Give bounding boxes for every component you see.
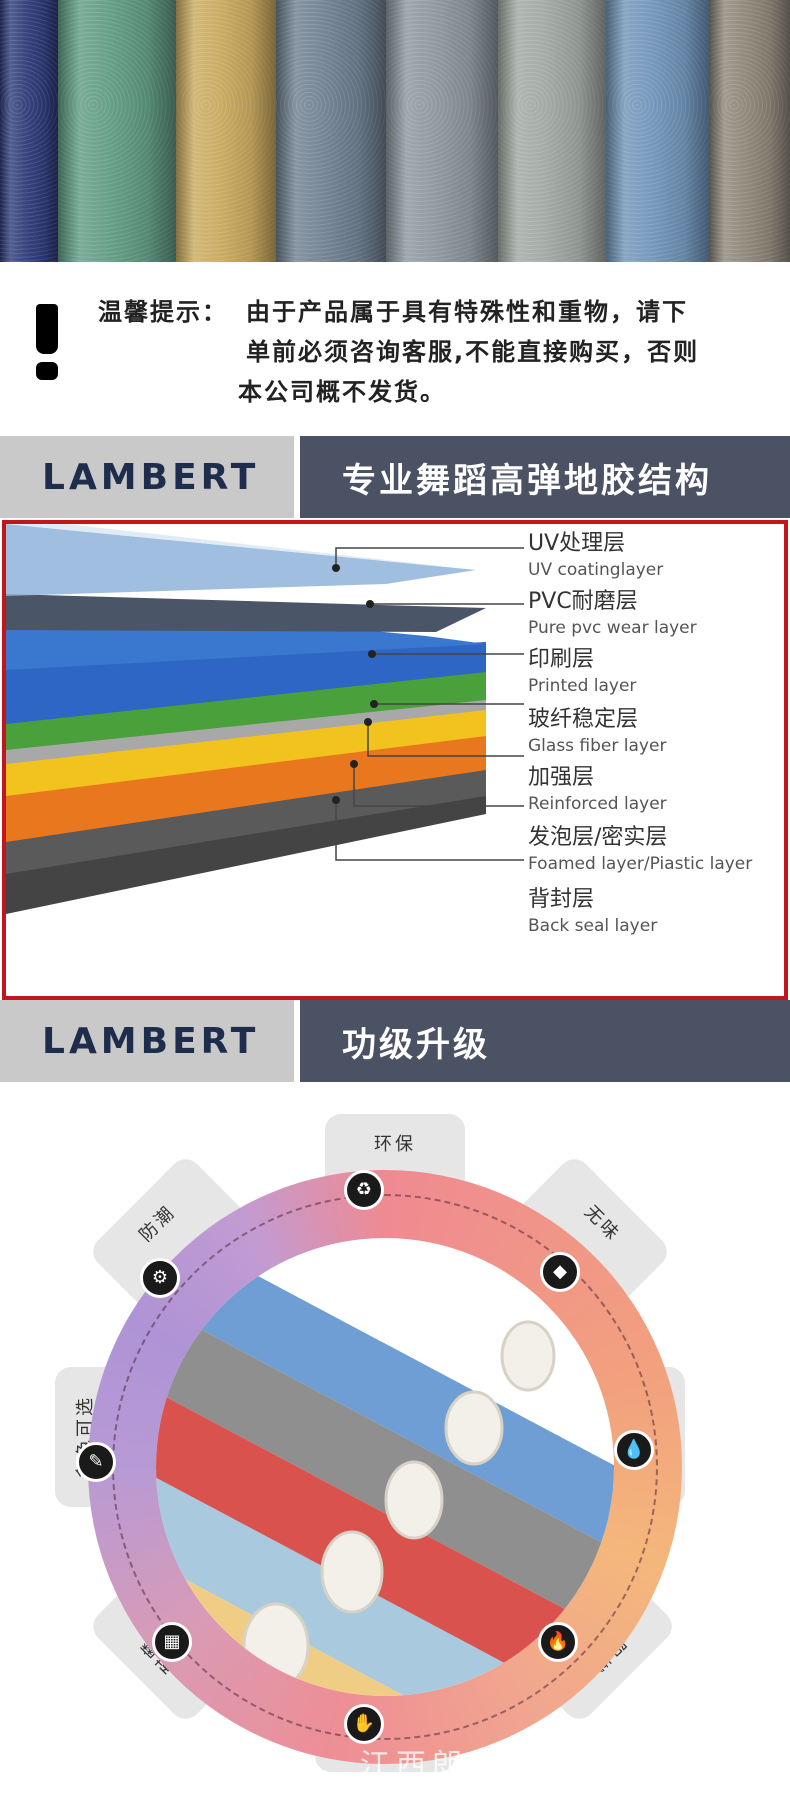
- layer-label-foamed: 发泡层/密实层 Foamed layer/Piastic layer: [528, 824, 752, 876]
- recycle-icon: ♻: [344, 1170, 384, 1210]
- section-title-block: 专业舞蹈高弹地胶结构: [300, 436, 790, 518]
- diamond-icon: ◆: [540, 1252, 580, 1292]
- floor-roll-swatch: [176, 0, 276, 262]
- layer-name-en: Back seal layer: [528, 916, 658, 936]
- layer-structure-diagram: UV处理层 UV coatinglayer PVC耐磨层 Pure pvc we…: [2, 520, 788, 1000]
- notice-line: 单前必须咨询客服,不能直接购买，否则: [246, 338, 700, 366]
- purchase-notice: 温馨提示： 由于产品属于具有特殊性和重物，请下 单前必须咨询客服,不能直接购买，…: [0, 262, 790, 434]
- layer-label-reinforced: 加强层 Reinforced layer: [528, 764, 667, 816]
- layer-label-back-seal: 背封层 Back seal layer: [528, 886, 657, 938]
- layer-stack-illustration: [6, 524, 524, 914]
- floor-roll-swatch: [276, 0, 386, 262]
- brand-block: LAMBERT: [0, 436, 300, 518]
- structure-section-header: LAMBERT 专业舞蹈高弹地胶结构: [0, 436, 790, 518]
- layer-name-zh: UV处理层: [528, 531, 626, 556]
- layer-label-pvc: PVC耐磨层 Pure pvc wear layer: [528, 588, 697, 640]
- layer-name-zh: 发泡层/密实层: [528, 825, 668, 850]
- floor-roll-swatch: [386, 0, 498, 262]
- features-wheel: 环保无味防滑阻燃易洁耐磨多色可选防潮 ♻◆💧🔥✋▦✎⚙ 江西朗□□技: [0, 1082, 790, 1814]
- section-title: 功级升级: [342, 1024, 490, 1065]
- notice-label: 温馨提示：: [98, 298, 228, 326]
- layer-name-en: Glass fiber layer: [528, 736, 667, 756]
- layer-name-zh: 玻纤稳定层: [528, 707, 639, 732]
- floor-roll-swatch: [710, 0, 790, 262]
- layer-name-en: Pure pvc wear layer: [528, 618, 697, 638]
- brand-logo-text: LAMBERT: [42, 456, 260, 498]
- section-title-block: 功级升级: [300, 1000, 790, 1082]
- watermark-text: 江西朗□□技: [360, 1748, 573, 1783]
- checkered-flag-icon: ▦: [152, 1622, 192, 1662]
- layer-name-en: UV coatinglayer: [528, 560, 664, 580]
- feature-label: 防潮: [135, 1201, 180, 1246]
- feature-label: 环保: [374, 1134, 416, 1155]
- layer-label-glass-fiber: 玻纤稳定层 Glass fiber layer: [528, 706, 666, 758]
- layer-label-uv: UV处理层 UV coatinglayer: [528, 530, 663, 582]
- floor-rolls-banner: [0, 0, 790, 262]
- brand-block: LAMBERT: [0, 1000, 300, 1082]
- gear-icon: ⚙: [140, 1258, 180, 1298]
- features-section-header: LAMBERT 功级升级: [0, 1000, 790, 1082]
- layer-name-en: Reinforced layer: [528, 794, 667, 814]
- layer-name-zh: 印刷层: [528, 647, 595, 672]
- water-drop-icon: 💧: [614, 1430, 654, 1470]
- layer-name-en: Printed layer: [528, 676, 637, 696]
- notice-line: 由于产品属于具有特殊性和重物，请下: [246, 298, 688, 326]
- floor-roll-swatch: [498, 0, 606, 262]
- layer-name-en: Foamed layer/Piastic layer: [528, 854, 753, 874]
- flame-icon: 🔥: [538, 1622, 578, 1662]
- floor-roll-swatch: [58, 0, 176, 262]
- brand-logo-text: LAMBERT: [42, 1020, 260, 1062]
- floor-roll-swatch: [606, 0, 710, 262]
- layer-name-zh: 背封层: [528, 887, 595, 912]
- exclamation-icon: [30, 304, 64, 384]
- layer-name-zh: PVC耐磨层: [528, 589, 638, 614]
- section-title: 专业舞蹈高弹地胶结构: [342, 460, 712, 501]
- feature-label: 无味: [580, 1201, 625, 1246]
- floor-roll-swatch: [0, 0, 58, 262]
- palette-icon: ✎: [76, 1442, 116, 1482]
- layer-name-zh: 加强层: [528, 765, 595, 790]
- notice-line: 本公司概不发货。: [238, 378, 446, 406]
- hand-icon: ✋: [344, 1704, 384, 1744]
- layer-label-printed: 印刷层 Printed layer: [528, 646, 636, 698]
